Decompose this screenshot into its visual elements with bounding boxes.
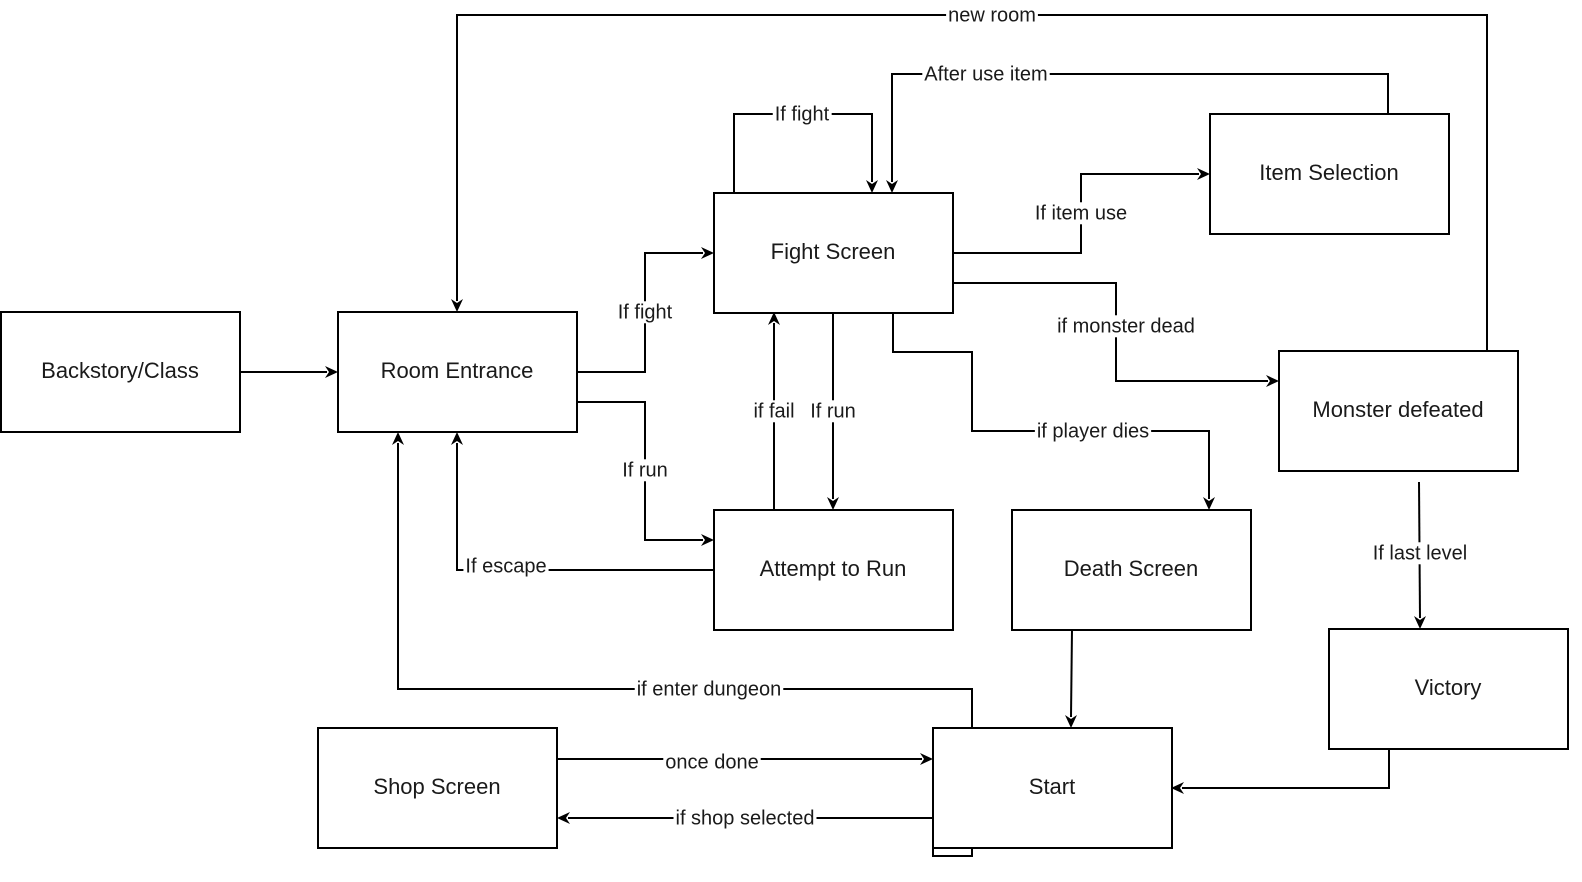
victory-node: Victory (1328, 628, 1569, 750)
label-once-done: once done (663, 751, 761, 774)
label-run-from-room: If run (620, 459, 670, 482)
svg-text:If last level: If last level (1373, 542, 1467, 564)
edge-after-use-item (886, 73, 1389, 193)
shop-screen-node: Shop Screen (317, 727, 558, 849)
svg-text:If fight: If fight (618, 301, 673, 323)
victory-label: Victory (1415, 675, 1482, 700)
svg-text:if enter dungeon: if enter dungeon (637, 678, 782, 700)
label-run-from-fight: If run (808, 400, 858, 423)
label-fight-from-room: If fight (615, 301, 675, 324)
attempt-to-run-node: Attempt to Run (713, 509, 954, 631)
label-shop-selected: if shop selected (673, 807, 817, 830)
item-selection-label: Item Selection (1259, 160, 1398, 185)
death-screen-label: Death Screen (1064, 556, 1199, 581)
edge-fight-loop (733, 113, 878, 193)
edge-escape (451, 432, 714, 571)
room-entrance-node: Room Entrance (337, 311, 578, 433)
svg-text:if shop selected: if shop selected (676, 807, 815, 829)
svg-text:If item use: If item use (1035, 202, 1127, 224)
svg-text:If fight: If fight (775, 103, 830, 125)
svg-text:If run: If run (810, 400, 856, 422)
label-fail: if fail (751, 400, 797, 423)
label-fight-loop: If fight (772, 103, 832, 126)
fight-screen-node: Fight Screen (713, 192, 954, 314)
label-player-dies: if player dies (1034, 420, 1152, 443)
death-screen-node: Death Screen (1011, 509, 1252, 631)
room-entrance-label: Room Entrance (381, 358, 534, 383)
label-escape: If escape (463, 555, 549, 578)
svg-text:new room: new room (948, 4, 1036, 26)
svg-text:If escape: If escape (465, 555, 546, 577)
svg-text:If run: If run (622, 459, 668, 481)
start-label: Start (1029, 774, 1075, 799)
fight-screen-label: Fight Screen (771, 239, 896, 264)
label-item-use: If item use (1032, 202, 1130, 225)
edge-player-dies (892, 312, 1215, 510)
monster-defeated-node: Monster defeated (1278, 350, 1519, 472)
edge-victory-to-start (1171, 748, 1390, 794)
edge-backstory-to-room (240, 366, 338, 378)
start-node: Start (932, 727, 1173, 849)
label-after-use-item: After use item (922, 63, 1050, 86)
label-new-room: new room (946, 4, 1038, 27)
label-last-level: If last level (1370, 542, 1470, 565)
monster-defeated-label: Monster defeated (1312, 397, 1483, 422)
item-selection-node: Item Selection (1209, 113, 1450, 235)
svg-text:if fail: if fail (753, 400, 794, 422)
label-monster-dead: if monster dead (1055, 315, 1197, 338)
svg-text:once done: once done (665, 751, 758, 773)
shop-screen-label: Shop Screen (373, 774, 500, 799)
label-enter-dungeon: if enter dungeon (634, 678, 784, 701)
backstory-class-node: Backstory/Class (0, 311, 241, 433)
svg-text:After use item: After use item (924, 63, 1047, 85)
edge-death-to-start (1065, 628, 1077, 728)
svg-text:if monster dead: if monster dead (1057, 315, 1195, 337)
backstory-class-label: Backstory/Class (41, 358, 199, 383)
svg-text:if player dies: if player dies (1037, 420, 1149, 442)
attempt-to-run-label: Attempt to Run (760, 556, 907, 581)
